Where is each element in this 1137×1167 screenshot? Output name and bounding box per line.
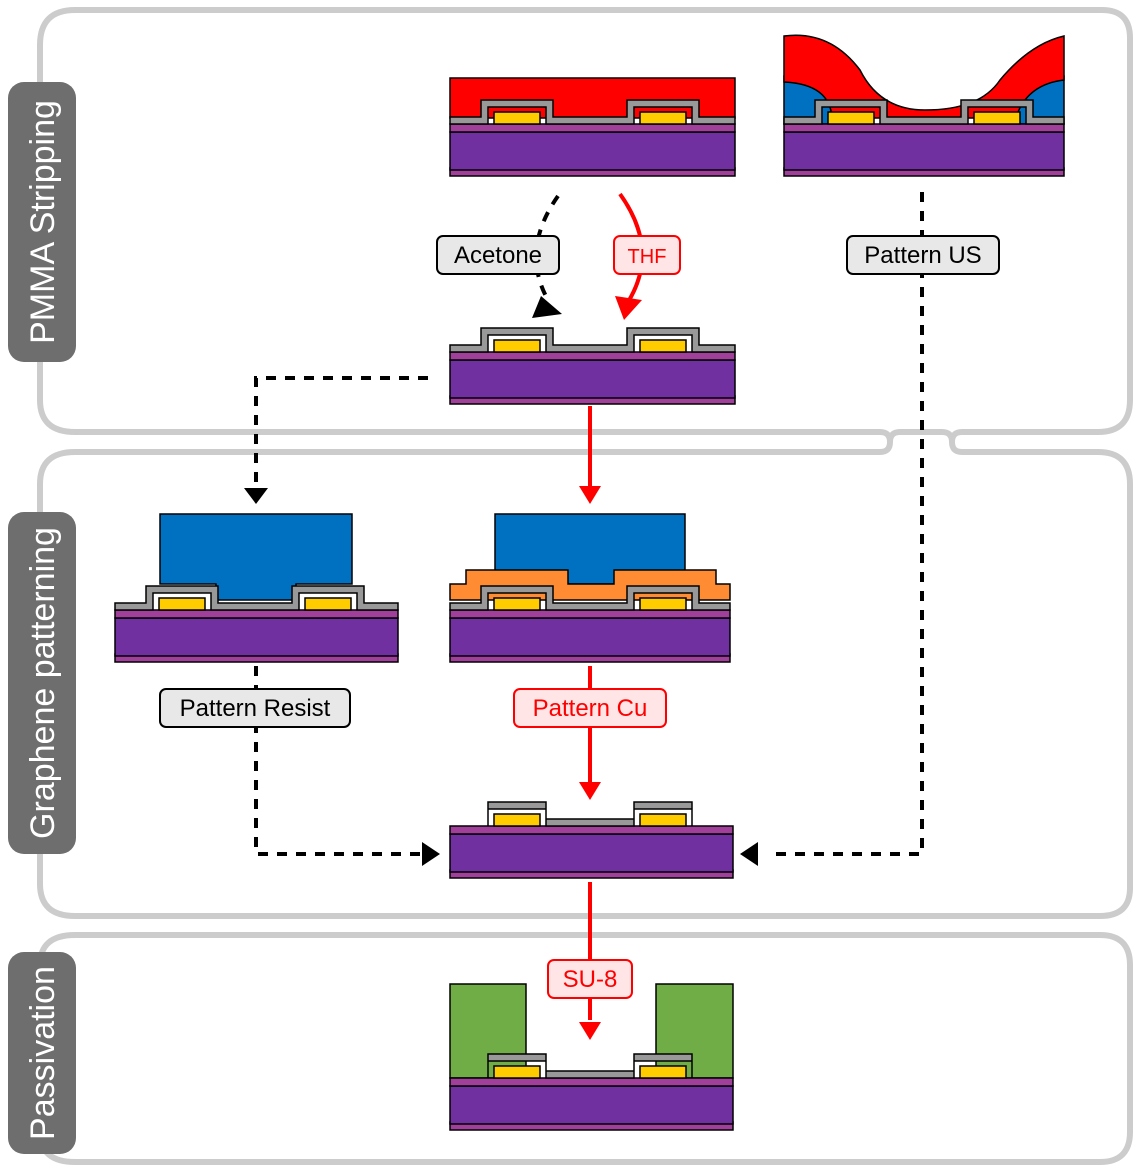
section-label-passivation: Passivation (24, 966, 62, 1140)
black-arrowheads (244, 296, 758, 866)
step-box-pattern-resist: Pattern Resist (159, 688, 351, 728)
graphene-layer (114, 585, 399, 611)
electrode-right (639, 597, 687, 611)
path-resist-to-final (254, 666, 422, 856)
electrode-left (158, 597, 206, 611)
path-pattern-us (770, 192, 924, 856)
red-arrowheads (579, 296, 642, 1040)
graphene-layer (783, 99, 1065, 125)
step-box-acetone: Acetone (436, 235, 560, 275)
graphene-layer (487, 801, 693, 827)
section-tab-graphene-patterning: Graphene patterning (8, 512, 76, 854)
arrowhead-resist-to-final (422, 842, 440, 866)
substrate-top-layer (783, 123, 1065, 133)
substrate (114, 617, 399, 657)
substrate-top-layer (449, 351, 736, 361)
step-box-su8: SU-8 (547, 959, 633, 999)
graphene-layer (449, 327, 736, 353)
substrate-top-layer (449, 825, 734, 835)
electrode-right (639, 339, 687, 353)
electrode-left (493, 1065, 541, 1079)
electrode-left (493, 111, 541, 125)
device-copper-resist (449, 513, 731, 663)
graphene-layer (487, 1053, 693, 1079)
substrate (449, 1085, 734, 1125)
electrode-left (493, 813, 541, 827)
step-box-thf: THF (613, 235, 681, 275)
section-tab-pmma-stripping: PMMA Stripping (8, 82, 76, 362)
device-patterned-graphene (449, 801, 734, 879)
substrate (449, 131, 736, 171)
electrode-right (639, 813, 687, 827)
electrode-right (639, 1065, 687, 1079)
device-passivated (449, 983, 734, 1131)
substrate-top-layer (449, 1077, 734, 1087)
step-label-pattern-us: Pattern US (864, 242, 981, 269)
su8-right (655, 983, 734, 1079)
panel-graphene-patterning (37, 441, 1133, 919)
path-to-resist (254, 376, 428, 488)
substrate (449, 617, 731, 657)
electrode-right (973, 111, 1021, 125)
substrate-top-layer (449, 123, 736, 133)
arrowhead-copper-to-final (579, 782, 601, 800)
arrowhead-to-copper (579, 486, 601, 504)
substrate (449, 359, 736, 399)
electrode-left (493, 339, 541, 353)
step-label-thf: THF (628, 246, 667, 268)
device-pmma-covered (449, 77, 736, 177)
step-label-acetone: Acetone (454, 242, 542, 269)
section-label-pmma-stripping: PMMA Stripping (24, 100, 62, 344)
substrate-top-layer (114, 609, 399, 619)
graphene-layer (449, 585, 731, 611)
arrowhead-pattern-us (740, 842, 758, 866)
graphene-layer (449, 99, 736, 125)
device-resist-patterning (114, 513, 399, 663)
electrode-left (827, 111, 875, 125)
arrowhead-thf (615, 296, 642, 320)
step-box-pattern-cu: Pattern Cu (513, 688, 667, 728)
electrode-right (639, 111, 687, 125)
substrate-top-layer (449, 609, 731, 619)
step-label-pattern-cu: Pattern Cu (533, 695, 648, 722)
device-pmma-resist (783, 34, 1065, 177)
electrode-left (493, 597, 541, 611)
step-label-pattern-resist: Pattern Resist (180, 695, 331, 722)
arrowhead-acetone (532, 296, 562, 318)
arrowhead-to-resist (244, 488, 268, 504)
arrowhead-final-to-su8 (579, 1022, 601, 1040)
section-label-graphene-patterning: Graphene patterning (24, 527, 62, 839)
substrate (449, 833, 734, 873)
substrate (783, 131, 1065, 171)
device-after-stripping (449, 327, 736, 405)
section-tab-passivation: Passivation (8, 952, 76, 1154)
step-box-pattern-us: Pattern US (846, 235, 1000, 275)
electrode-right (304, 597, 352, 611)
step-label-su8: SU-8 (563, 966, 618, 993)
